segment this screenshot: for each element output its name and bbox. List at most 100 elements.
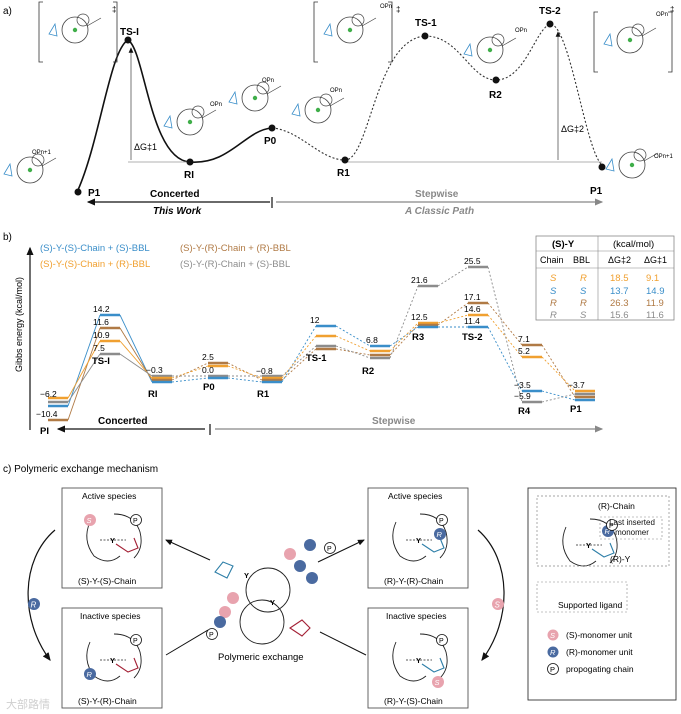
cat-p-label-1: P (133, 638, 138, 645)
ligand-mark-3 (228, 90, 238, 105)
cat-bead-label-3: S (435, 678, 440, 687)
cat-bead-label-0: S (87, 516, 92, 525)
label-p0: P0 (264, 136, 277, 147)
table-row-1-dg2: 18.5 (610, 273, 629, 284)
legend-s-bead (547, 629, 559, 641)
energy-connector-30 (437, 314, 469, 324)
bracket-right-5 (388, 1, 393, 63)
state-ts-i: TS-I (92, 356, 110, 367)
right-s-bead (492, 598, 504, 610)
chain-bond-0 (41, 157, 57, 167)
chain-bond-4 (329, 97, 345, 107)
center-y-1: Y (270, 598, 275, 607)
value-tsi-3: 10.9 (93, 330, 110, 340)
value-pi-1: −6.2 (40, 389, 57, 399)
energy-connector-35 (487, 266, 523, 403)
point-ri (186, 158, 194, 166)
value-r4-4: −5.9 (514, 391, 531, 401)
energy-connector-0 (67, 314, 101, 407)
value-tsi-2: 11.6 (93, 317, 109, 327)
cat-bead-1 (84, 668, 96, 680)
cat-arm-a-2 (392, 521, 427, 562)
stepwise-curve (271, 23, 603, 166)
ring-5 (336, 16, 364, 44)
table-row-2-dg1: 14.9 (646, 286, 665, 297)
state-r4: R4 (518, 406, 531, 417)
cat-metal-4: Y (586, 541, 591, 550)
ligand-mark-5 (323, 22, 333, 37)
caption-r-y-r-chain: (R)-Y-(R)-Chain (384, 576, 443, 586)
energy-connector-20 (335, 325, 371, 347)
cat-ligand-4 (591, 542, 615, 558)
ring-2 (176, 108, 204, 136)
cat-p-label-3: P (439, 638, 444, 645)
dg1-label: ΔG‡1 (134, 142, 157, 152)
center-s-bead-1 (227, 592, 239, 604)
classic-path-label: A Classic Path (404, 206, 474, 217)
cat-p-3 (436, 634, 448, 646)
legend-last-inserted: Last inserted monomer (609, 518, 655, 537)
ring-small-6 (491, 33, 505, 47)
ring-6 (476, 36, 504, 64)
state-p1: P1 (570, 404, 582, 415)
caption-s-y-r-chain: (S)-Y-(R)-Chain (78, 696, 137, 706)
point-p0 (268, 124, 276, 132)
legend-p-bead (547, 663, 559, 675)
ring-0 (16, 156, 44, 184)
table-h-dg1: ΔG‡1 (644, 255, 667, 265)
dg2-label: ΔG‡2 (561, 124, 584, 134)
cat-p-0 (130, 514, 142, 526)
value-labels: −6.2 −10.4 14.2 11.6 10.9 7.5 −0.3 2.5 0… (36, 256, 585, 419)
b-stepwise-label: Stepwise (372, 416, 416, 427)
barrier-table: (S)-Y (kcal/mol) Chain BBL ΔG‡2 ΔG‡1 S R… (535, 235, 675, 321)
value-tsi-4: 7.5 (93, 343, 105, 353)
value-ts2-3: 14.6 (464, 304, 481, 314)
table-h-dg2: ΔG‡2 (608, 255, 631, 265)
ligand-mark-0 (3, 162, 13, 177)
legend-r-bead (547, 646, 559, 658)
table-row-3-dg2: 26.3 (610, 298, 629, 309)
ring-small-3 (256, 81, 270, 95)
concerted-curve (77, 39, 273, 191)
bracket-left-7 (593, 11, 598, 73)
box-inactive-s (61, 607, 163, 709)
metal-center-0 (27, 167, 33, 173)
point-ts-i (124, 36, 132, 44)
b-concerted-label: Concerted (98, 416, 147, 427)
value-p0-1: 2.5 (202, 352, 214, 362)
value-pi-2: −10.4 (36, 409, 58, 419)
table-unit: (kcal/mol) (613, 239, 654, 250)
center-ring-bottom (239, 599, 285, 645)
table-rows: S R 18.5 9.1 S S 13.7 14.9 R R 26.3 11.9… (550, 273, 665, 321)
energy-connector-26 (389, 322, 419, 352)
value-ri: −0.3 (146, 365, 163, 375)
cat-bead-2 (434, 528, 446, 540)
center-r-ligand (214, 561, 234, 579)
table-row-2-dg2: 13.7 (610, 286, 629, 297)
cat-arm-b-2 (419, 513, 448, 559)
state-ts-2: TS-2 (462, 332, 483, 343)
chain-bond-3 (266, 85, 282, 95)
state-r1: R1 (257, 389, 270, 400)
legend-s-bead-label: S (550, 631, 555, 640)
cat-p-1 (130, 634, 142, 646)
caption-s-y-s-chain: (S)-Y-(S)-Chain (78, 576, 137, 586)
energy-connector-19 (281, 345, 317, 377)
ligand-mark-2 (163, 114, 173, 129)
cat-bead-label-1: R (87, 670, 93, 679)
legend-p-chain: propogating chain (566, 664, 634, 674)
center-r-bead-3 (214, 616, 226, 628)
center-s-bead-0 (284, 548, 296, 560)
point-p1-left (74, 188, 82, 196)
energy-connector-34 (487, 314, 523, 358)
value-tsi-1: 14.2 (93, 304, 110, 314)
label-ri: RI (184, 170, 194, 181)
metal-center-6 (487, 47, 493, 53)
cat-metal-0: Y (110, 536, 115, 545)
ring-7 (616, 26, 644, 54)
cat-p-label-0: P (133, 518, 138, 525)
value-ts2-2: 17.1 (464, 292, 481, 302)
point-r2 (492, 76, 500, 84)
cat-bead-label-4: R (605, 527, 611, 536)
